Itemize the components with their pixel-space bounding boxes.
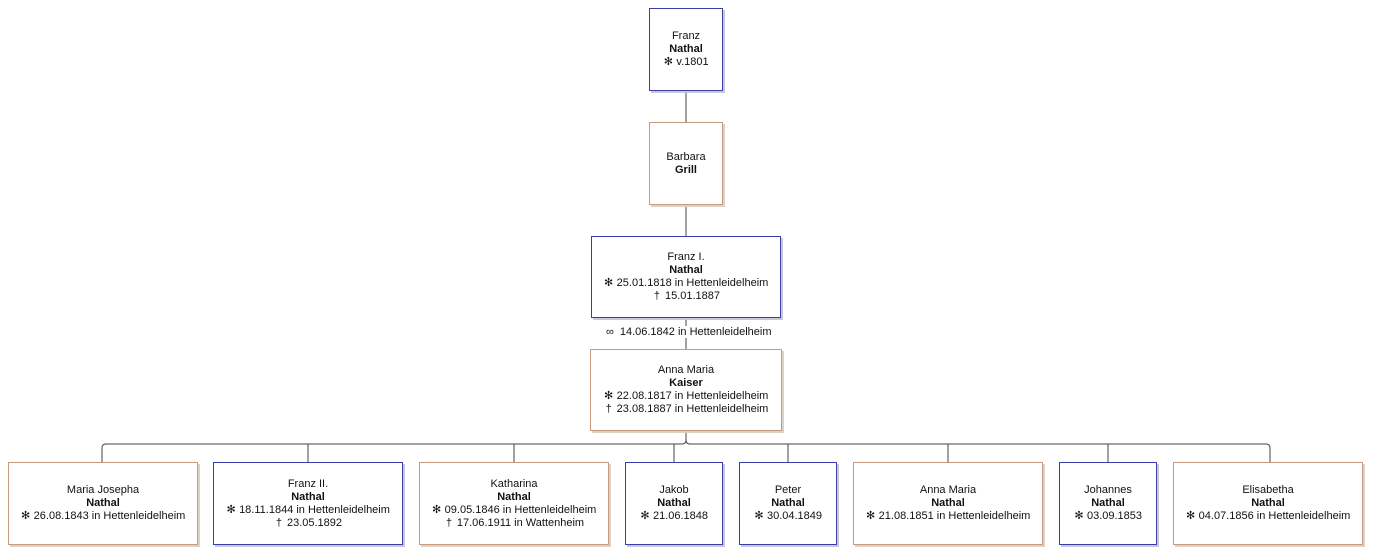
birth-icon: ✻ — [432, 503, 442, 516]
death-event: †15.01.1887 — [652, 290, 720, 303]
birth-date: 25.01.1818 in Hettenleidelheim — [616, 277, 769, 289]
surname: Nathal — [497, 490, 531, 503]
marriage-icon: ∞ — [606, 326, 614, 338]
death-icon: † — [275, 516, 283, 529]
given-name: Maria Josepha — [66, 484, 140, 496]
marriage-label: ∞ 14.06.1842 in Hettenleidelheim — [606, 326, 772, 338]
birth-date: 18.11.1844 in Hettenleidelheim — [239, 503, 390, 516]
birth-date: 22.08.1817 in Hettenleidelheim — [616, 390, 769, 402]
birth-event: ✻18.11.1844 in Hettenleidelheim — [226, 503, 390, 517]
birth-event: ✻26.08.1843 in Hettenleidelheim — [21, 510, 186, 523]
death-event: † 23.08.1887 in Hettenleidelheim — [604, 403, 769, 416]
birth-date: 26.08.1843 in Hettenleidelheim — [33, 510, 186, 522]
birth-event: ✻22.08.1817 in Hettenleidelheim — [604, 390, 769, 403]
birth-icon: ✻ — [1186, 510, 1196, 522]
surname: Grill — [674, 163, 697, 176]
given-name: Franz I. — [667, 251, 705, 263]
death-date: 15.01.1887 — [664, 290, 721, 302]
death-icon: † — [445, 516, 452, 529]
death-event: †23.05.1892 — [274, 517, 342, 530]
death-icon: † — [605, 403, 612, 415]
given-name: Elisabetha — [1242, 484, 1294, 496]
birth-icon: ✻ — [604, 390, 614, 402]
birth-icon: ✻ — [604, 277, 614, 289]
given-name: Franz II. — [287, 477, 329, 490]
marriage-date: 14.06.1842 in Hettenleidelheim — [619, 326, 772, 338]
given-name: Anna Maria — [919, 484, 977, 496]
given-name: Franz — [671, 30, 701, 42]
death-date: 23.05.1892 — [286, 516, 343, 529]
birth-date: 21.06.1848 — [652, 510, 709, 522]
birth-event: ✻25.01.1818 in Hettenleidelheim — [604, 277, 769, 290]
birth-date: v.1801 — [676, 56, 709, 68]
surname: Nathal — [1251, 497, 1285, 509]
given-name: Katharina — [490, 477, 538, 490]
birth-event: ✻09.05.1846 in Hettenleidelheim — [432, 503, 597, 517]
given-name: Jakob — [659, 484, 689, 496]
birth-date: 03.09.1853 — [1086, 510, 1143, 522]
birth-event: ✻21.06.1848 — [640, 510, 708, 523]
birth-date: 21.08.1851 in Hettenleidelheim — [878, 510, 1031, 522]
given-name: Barbara — [666, 150, 706, 163]
death-date: 23.08.1887 in Hettenleidelheim — [616, 403, 769, 415]
death-event: † 17.06.1911 in Wattenheim — [444, 517, 584, 530]
birth-event: ✻21.08.1851 in Hettenleidelheim — [866, 510, 1031, 523]
surname: Nathal — [931, 497, 965, 509]
birth-icon: ✻ — [640, 510, 650, 522]
birth-date: 04.07.1856 in Hettenleidelheim — [1198, 510, 1351, 522]
surname: Nathal — [1091, 497, 1125, 509]
death-icon: † — [653, 290, 661, 302]
surname: Nathal — [86, 497, 120, 509]
birth-event: ✻04.07.1856 in Hettenleidelheim — [1186, 510, 1351, 523]
person-card[interactable]: Franz II.Nathal✻18.11.1844 in Hettenleid… — [213, 462, 403, 545]
birth-icon: ✻ — [663, 56, 673, 68]
birth-icon: ✻ — [866, 510, 876, 522]
birth-date: 30.04.1849 — [766, 510, 823, 522]
given-name: Peter — [774, 484, 802, 496]
surname: Nathal — [669, 43, 703, 55]
birth-event: ✻03.09.1853 — [1074, 510, 1142, 523]
birth-icon: ✻ — [226, 503, 236, 516]
person-card[interactable]: Franz I.Nathal✻25.01.1818 in Hettenleide… — [591, 236, 781, 318]
birth-icon: ✻ — [754, 510, 764, 522]
surname: Kaiser — [669, 377, 703, 389]
surname: Nathal — [771, 497, 805, 509]
birth-icon: ✻ — [1074, 510, 1084, 522]
birth-event: ✻30.04.1849 — [754, 510, 822, 523]
birth-icon: ✻ — [21, 510, 31, 522]
death-date: 17.06.1911 in Wattenheim — [456, 516, 585, 529]
birth-event: ✻v.1801 — [663, 56, 709, 69]
surname: Nathal — [669, 264, 703, 276]
surname: Nathal — [291, 490, 325, 503]
surname: Nathal — [657, 497, 691, 509]
birth-date: 09.05.1846 in Hettenleidelheim — [444, 503, 597, 516]
given-name: Anna Maria — [657, 364, 715, 376]
given-name: Johannes — [1084, 484, 1132, 496]
